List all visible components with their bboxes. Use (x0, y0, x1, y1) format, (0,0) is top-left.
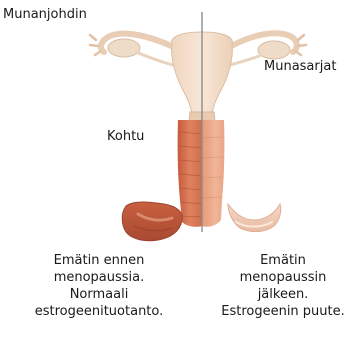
vaginal-opening-before (122, 202, 182, 241)
caption-after-line-1: Emätin (203, 252, 363, 269)
vagina-after-menopause (202, 120, 224, 227)
vagina-before-menopause (178, 120, 202, 227)
label-ovaries: Munasarjat (264, 58, 336, 75)
caption-after-line-4: Estrogeenin puute. (203, 303, 363, 320)
caption-before-menopause: Emätin ennen menopaussia. Normaali estro… (6, 252, 192, 320)
label-fallopian-tube: Munanjohdin (3, 6, 87, 23)
caption-after-line-2: menopaussin (203, 269, 363, 286)
vaginal-opening-after (228, 204, 281, 232)
caption-before-line-3: Normaali (6, 286, 192, 303)
caption-before-line-1: Emätin ennen (6, 252, 192, 269)
label-uterus: Kohtu (107, 128, 144, 145)
caption-after-menopause: Emätin menopaussin jälkeen. Estrogeenin … (203, 252, 363, 320)
caption-before-line-4: estrogeenituotanto. (6, 303, 192, 320)
caption-after-line-3: jälkeen. (203, 286, 363, 303)
caption-before-line-2: menopaussia. (6, 269, 192, 286)
